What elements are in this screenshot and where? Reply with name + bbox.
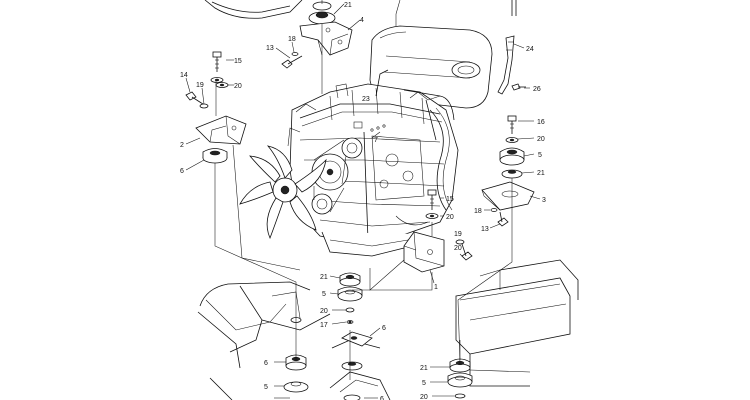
bolt-icon (505, 115, 519, 143)
callout-1: 1 (434, 284, 438, 291)
rubber-mount-right (499, 147, 525, 166)
callout-20: 20 (454, 245, 462, 252)
callout-5: 5 (264, 384, 268, 391)
callout-3: 3 (542, 197, 546, 204)
callout-13: 13 (266, 45, 274, 52)
callout-6: 6 (382, 325, 386, 332)
frame-icon (197, 259, 579, 400)
rubber-mount-frame-left-lower (283, 317, 373, 400)
callout-5: 5 (322, 291, 326, 298)
engine-mount-bracket-center (403, 231, 445, 273)
guide-lines (214, 0, 513, 380)
callout-6: 6 (380, 396, 384, 400)
callout-17: 17 (320, 322, 328, 329)
bolt-icon (490, 208, 509, 227)
callout-6: 6 (180, 168, 184, 175)
callout-5: 5 (538, 152, 542, 159)
leader-lines (185, 3, 541, 399)
rubber-mount-frame-right (447, 358, 473, 399)
callout-15: 15 (446, 196, 454, 203)
top-rubber-mount (308, 0, 336, 25)
callout-7: 7 (374, 137, 378, 144)
callout-18: 18 (288, 36, 296, 43)
callout-20: 20 (446, 214, 454, 221)
fuel-tank-stay (497, 0, 517, 95)
callout-26: 26 (533, 86, 541, 93)
engine-icon (287, 25, 493, 257)
radiator-fan-icon (239, 145, 327, 240)
hood-cover (204, 0, 303, 19)
callout-19: 19 (454, 231, 462, 238)
callout-4: 4 (360, 17, 364, 24)
bolt-icon (185, 82, 229, 109)
callout-13: 13 (481, 226, 489, 233)
callout-23: 23 (362, 96, 370, 103)
bolt-icon (210, 51, 224, 83)
callout-21: 21 (320, 274, 328, 281)
callout-20: 20 (320, 308, 328, 315)
engine-mount-bracket-top (299, 21, 353, 56)
rubber-mount-left (202, 148, 228, 164)
callout-21: 21 (344, 2, 352, 9)
callout-20: 20 (420, 394, 428, 400)
callout-19: 19 (196, 82, 204, 89)
callout-5: 5 (422, 380, 426, 387)
engine-mount-bracket-right (481, 181, 535, 211)
callout-2: 2 (180, 142, 184, 149)
rubber-mount-frame-left (337, 272, 363, 324)
callout-24: 24 (526, 46, 534, 53)
callout-15: 15 (234, 58, 242, 65)
bolt-icon (511, 83, 526, 91)
bolt-icon (455, 239, 473, 261)
rubber-mount-right-lower (501, 169, 523, 179)
callout-20: 20 (537, 136, 545, 143)
callout-labels: 21 4 18 13 15 14 19 20 2 6 23 7 24 26 16… (180, 2, 546, 400)
bolt-icon (425, 189, 439, 219)
callout-21: 21 (537, 170, 545, 177)
callout-18: 18 (474, 208, 482, 215)
callout-21: 21 (420, 365, 428, 372)
engine-mount-bracket-left (195, 115, 247, 145)
callout-6: 6 (264, 360, 268, 367)
callout-20: 20 (234, 83, 242, 90)
bolt-icon (281, 52, 303, 69)
callout-16: 16 (537, 119, 545, 126)
callout-14: 14 (180, 72, 188, 79)
